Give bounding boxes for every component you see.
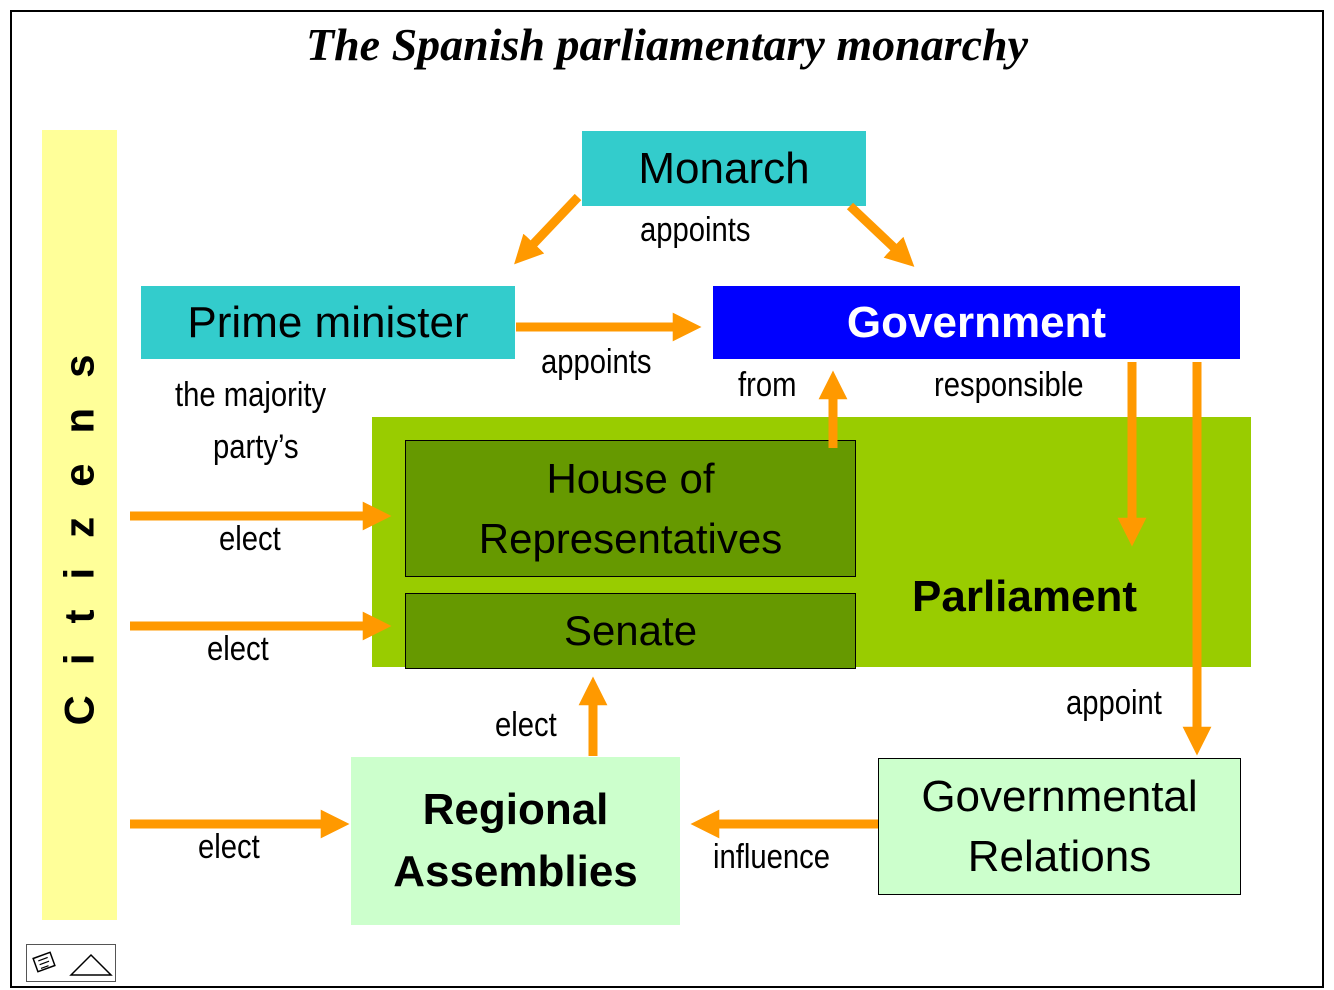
- slide-notes-icon[interactable]: [32, 951, 56, 973]
- label-responsible: responsible: [934, 366, 1084, 404]
- slide-frame: [10, 10, 1324, 988]
- label-elect-senate: elect: [207, 630, 269, 668]
- governmental-relations-box: Governmental Relations: [878, 758, 1241, 895]
- senate-box: Senate: [405, 593, 856, 669]
- label-majority-line-1: the majority: [175, 376, 327, 414]
- label-influence: influence: [713, 838, 831, 876]
- label-from: from: [738, 366, 797, 404]
- government-box: Government: [713, 286, 1240, 359]
- governmental-line-1: Governmental: [921, 771, 1198, 821]
- senate-label: Senate: [563, 607, 698, 654]
- citizens-bar: Citizens: [42, 130, 117, 920]
- arrow-monarch-to-government: [846, 202, 915, 267]
- label-appoints-monarch: appoints: [640, 211, 751, 249]
- label-elect-regional-senate: elect: [495, 706, 557, 744]
- house-of-representatives-box: House of Representatives: [405, 440, 856, 577]
- regional-line-1: Regional: [422, 785, 609, 834]
- prime-minister-box: Prime minister: [141, 286, 515, 359]
- label-elect-house: elect: [219, 520, 281, 558]
- government-label: Government: [846, 297, 1107, 347]
- label-appoint: appoint: [1066, 684, 1162, 722]
- monarch-box: Monarch: [582, 131, 866, 206]
- page-title: The Spanish parliamentary monarchy: [305, 19, 1029, 70]
- triangle-nav-icon[interactable]: [69, 953, 113, 976]
- label-majority-line-2: party’s: [213, 428, 299, 466]
- governmental-line-2: Relations: [967, 831, 1152, 881]
- regional-line-2: Assemblies: [393, 847, 638, 896]
- slide-navigation[interactable]: [26, 944, 116, 982]
- regional-assemblies-box: Regional Assemblies: [351, 757, 680, 925]
- slide-nav-icons: [32, 951, 113, 976]
- monarch-label: Monarch: [638, 143, 810, 193]
- label-appoints-pm: appoints: [541, 343, 652, 381]
- prime-minister-label: Prime minister: [187, 297, 469, 347]
- parliament-label: Parliament: [912, 572, 1137, 621]
- label-elect-regional: elect: [198, 828, 260, 866]
- house-line-1: House of: [546, 454, 715, 502]
- arrow-monarch-to-pm: [514, 193, 582, 265]
- house-line-2: Representatives: [478, 514, 783, 562]
